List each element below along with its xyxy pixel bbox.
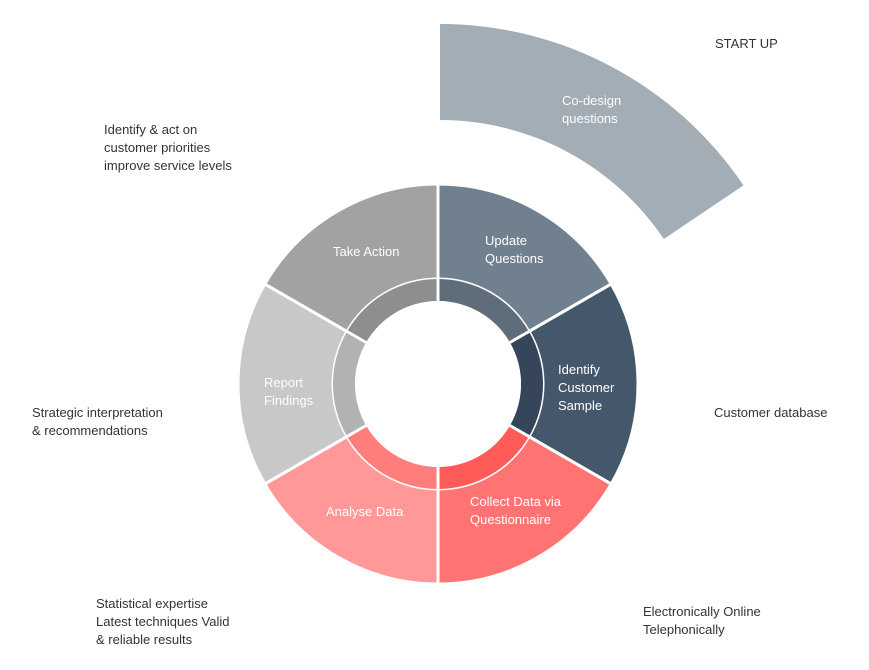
- strategic-note: Strategic interpretation & recommendatio…: [32, 405, 163, 438]
- label-report-findings-line: Findings: [264, 393, 314, 408]
- label-identify-customer-sample-line: Identify: [558, 362, 600, 377]
- inner-band-report-findings: [333, 331, 367, 437]
- label-collect-data-line: Questionnaire: [470, 512, 551, 527]
- inner-band-identify-customer-sample: [509, 331, 544, 437]
- label-update-questions-line: Questions: [485, 251, 544, 266]
- center-hole: [355, 301, 521, 467]
- identify-act-note: Identify & act on customer priorities im…: [104, 122, 232, 173]
- label-report-findings-line: Report: [264, 375, 303, 390]
- label-analyse-data-line: Analyse Data: [326, 504, 404, 519]
- customer-database-note: Customer database: [714, 405, 828, 420]
- label-identify-customer-sample-line: Customer: [558, 380, 615, 395]
- electronically-note: Electronically Online Telephonically: [643, 604, 761, 637]
- start-up-note: START UP: [715, 36, 778, 51]
- segment-divider: [507, 281, 614, 345]
- startup-label-co-design-line: Co-design: [562, 93, 621, 108]
- inner-band-take-action: [347, 279, 438, 343]
- statistical-note: Statistical expertise Latest techniques …: [96, 596, 230, 647]
- segment-divider: [262, 281, 369, 345]
- inner-band-collect-data: [438, 425, 529, 489]
- label-take-action-line: Take Action: [333, 244, 400, 259]
- startup-label-co-design-line: questions: [562, 111, 618, 126]
- startup-segment-co-design: [440, 24, 744, 240]
- label-collect-data-line: Collect Data via: [470, 494, 562, 509]
- inner-band-update-questions: [438, 279, 529, 343]
- startup-label-co-design: Co-design questions: [562, 93, 621, 126]
- label-take-action: Take Action: [333, 244, 400, 259]
- label-analyse-data: Analyse Data: [326, 504, 404, 519]
- label-identify-customer-sample-line: Sample: [558, 398, 602, 413]
- label-update-questions-line: Update: [485, 233, 527, 248]
- segment-divider: [507, 423, 614, 487]
- inner-band-analyse-data: [347, 425, 438, 489]
- segment-divider: [262, 423, 369, 487]
